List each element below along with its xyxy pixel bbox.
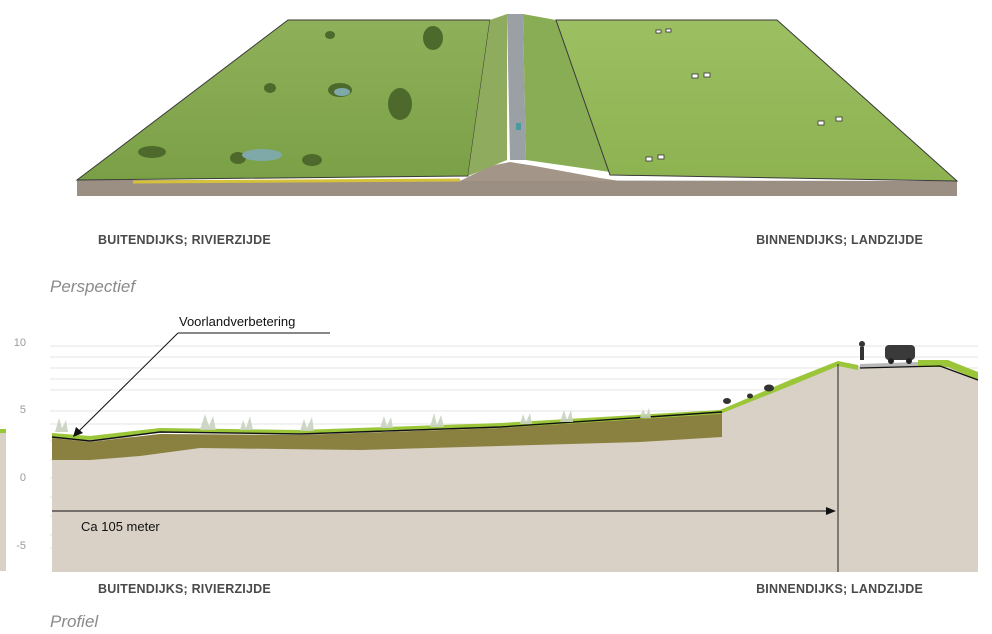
profile-clay-layer: [52, 412, 722, 460]
profile-caption: Profiel: [50, 612, 99, 631]
y-tick-0: 0: [20, 472, 26, 484]
profile-chart: 10 5 0 -5: [0, 314, 979, 572]
profile-surface-line: [51, 411, 723, 442]
perspective-dike-slope-inner: [523, 14, 610, 172]
y-tick-minus5: -5: [16, 540, 26, 552]
perspective-road: [507, 14, 526, 160]
profile-left-label: BUITENDIJKS; RIVIERZIJDE: [98, 582, 271, 596]
perspective-ground-side: [77, 180, 957, 196]
profile-crest-grass: [918, 360, 978, 380]
profile-soil: [52, 362, 978, 572]
perspective-left-label: BUITENDIJKS; RIVIERZIJDE: [98, 233, 271, 247]
dimension-arrowhead: [826, 507, 836, 515]
annotation-voorlandverbetering: Voorlandverbetering: [179, 314, 295, 329]
profile-vegetation: [55, 408, 651, 432]
profile-grass-foreland: [52, 361, 858, 440]
y-tick-5: 5: [20, 404, 26, 416]
perspective-livestock: [645, 28, 843, 162]
perspective-dike-body-side: [460, 162, 620, 181]
perspective-right-label: BINNENDIJKS; LANDZIJDE: [756, 233, 923, 247]
profile-left-edge: [0, 431, 6, 571]
annotation-leader: [77, 332, 179, 433]
annotation-arrowhead: [73, 427, 83, 437]
profile-car: [885, 345, 915, 364]
profile-right-label: BINNENDIJKS; LANDZIJDE: [756, 582, 923, 596]
profile-livestock: [723, 384, 774, 404]
dimension-label: Ca 105 meter: [81, 519, 160, 534]
perspective-vegetation: [138, 26, 443, 166]
perspective-block: [75, 14, 959, 196]
perspective-car: [516, 123, 521, 130]
perspective-dike-slope-outer: [468, 14, 507, 176]
perspective-ponds: [242, 88, 350, 161]
perspective-foreland-edge: [132, 178, 461, 184]
profile-cyclist: [859, 341, 865, 360]
perspective-caption: Perspectief: [50, 277, 137, 296]
y-tick-10: 10: [14, 337, 26, 349]
perspective-right-field: [555, 19, 959, 182]
